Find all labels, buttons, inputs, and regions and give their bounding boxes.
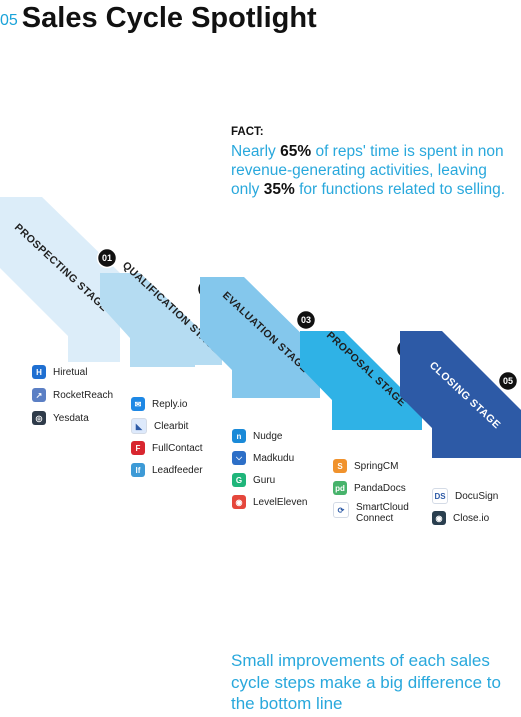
- stage-number: 05: [503, 376, 513, 386]
- stage-arrow: [100, 273, 222, 367]
- hiretual-icon: H: [32, 365, 46, 379]
- madkudu-icon: ⌵: [232, 451, 246, 465]
- tool-name: Madkudu: [253, 452, 295, 464]
- tool-item: ↗ RocketReach: [32, 387, 113, 403]
- stage-number-badge: [295, 309, 317, 331]
- leveleleven-icon: ◉: [232, 495, 246, 509]
- tool-item: n Nudge: [232, 428, 282, 444]
- fact-text-part: of reps' time is spent in non revenue-ge…: [231, 143, 504, 198]
- mail-icon: ✉: [131, 397, 145, 411]
- tool-name: RocketReach: [53, 389, 114, 401]
- stage-arrow: [400, 331, 521, 458]
- tool-name: LevelEleven: [253, 496, 308, 508]
- fact-highlight-35: 35%: [263, 181, 295, 198]
- tool-name: Nudge: [253, 430, 283, 442]
- tool-item: pd PandaDocs: [333, 480, 406, 496]
- tool-name: Hiretual: [53, 366, 88, 378]
- stage-number: 03: [301, 315, 311, 325]
- tool-item: ◣ Clearbit: [131, 418, 188, 434]
- stage-arrow: [300, 331, 422, 430]
- fact-label: FACT:: [231, 126, 264, 138]
- stage-arrow: [0, 197, 120, 362]
- footer-text: Small improvements of each sales cycle s…: [231, 651, 501, 713]
- tool-item: ◉ LevelEleven: [232, 494, 307, 510]
- stage-number-badge: [96, 247, 118, 269]
- fact-text-part: for functions related to selling.: [294, 181, 506, 198]
- tool-name: SpringCM: [354, 460, 399, 472]
- tool-name: Close.io: [453, 512, 490, 524]
- tool-item: ◉ Close.io: [432, 510, 489, 526]
- tool-name: FullContact: [152, 442, 203, 454]
- rocket-icon: ↗: [32, 388, 46, 402]
- tool-item: ✉ Reply.io: [131, 396, 187, 412]
- tool-item: F FullContact: [131, 440, 203, 456]
- yesdata-icon: ◎: [32, 411, 46, 425]
- nudge-icon: n: [232, 429, 246, 443]
- fact-text-part: Nearly: [231, 143, 281, 160]
- tool-item: ◎ Yesdata: [32, 410, 89, 426]
- stage-number-badge: [497, 370, 519, 392]
- docusign-icon: DS: [432, 488, 448, 504]
- tool-item: lf Leadfeeder: [131, 462, 203, 478]
- stage-number: 01: [102, 253, 112, 263]
- stage-arrow: [200, 277, 320, 398]
- closeio-icon: ◉: [432, 511, 446, 525]
- tool-item: S SpringCM: [333, 458, 398, 474]
- leadfeeder-icon: lf: [131, 463, 145, 477]
- tool-item: ⌵ Madkudu: [232, 450, 294, 466]
- smartcloud-icon: ⟳: [333, 502, 349, 518]
- fullcontact-icon: F: [131, 441, 145, 455]
- pandadoc-icon: pd: [333, 481, 347, 495]
- tool-item: DS DocuSign: [432, 488, 498, 504]
- tool-item: G Guru: [232, 472, 275, 488]
- guru-icon: G: [232, 473, 246, 487]
- fact-highlight-65: 65%: [280, 143, 312, 160]
- tool-name: Yesdata: [53, 412, 89, 424]
- fact-text: Nearly 65% of reps' time is spent in non…: [231, 142, 516, 199]
- tool-name: Clearbit: [154, 420, 189, 432]
- tool-name: Guru: [253, 474, 276, 486]
- tool-item: H Hiretual: [32, 364, 87, 380]
- page-title: Sales Cycle Spotlight: [21, 2, 317, 34]
- tool-name: Reply.io: [152, 398, 188, 410]
- clearbit-icon: ◣: [131, 418, 147, 434]
- tool-name: PandaDocs: [354, 482, 406, 494]
- section-number: 05: [0, 12, 18, 29]
- springcm-icon: S: [333, 459, 347, 473]
- tool-name: Leadfeeder: [152, 464, 203, 476]
- tool-name: DocuSign: [455, 490, 499, 502]
